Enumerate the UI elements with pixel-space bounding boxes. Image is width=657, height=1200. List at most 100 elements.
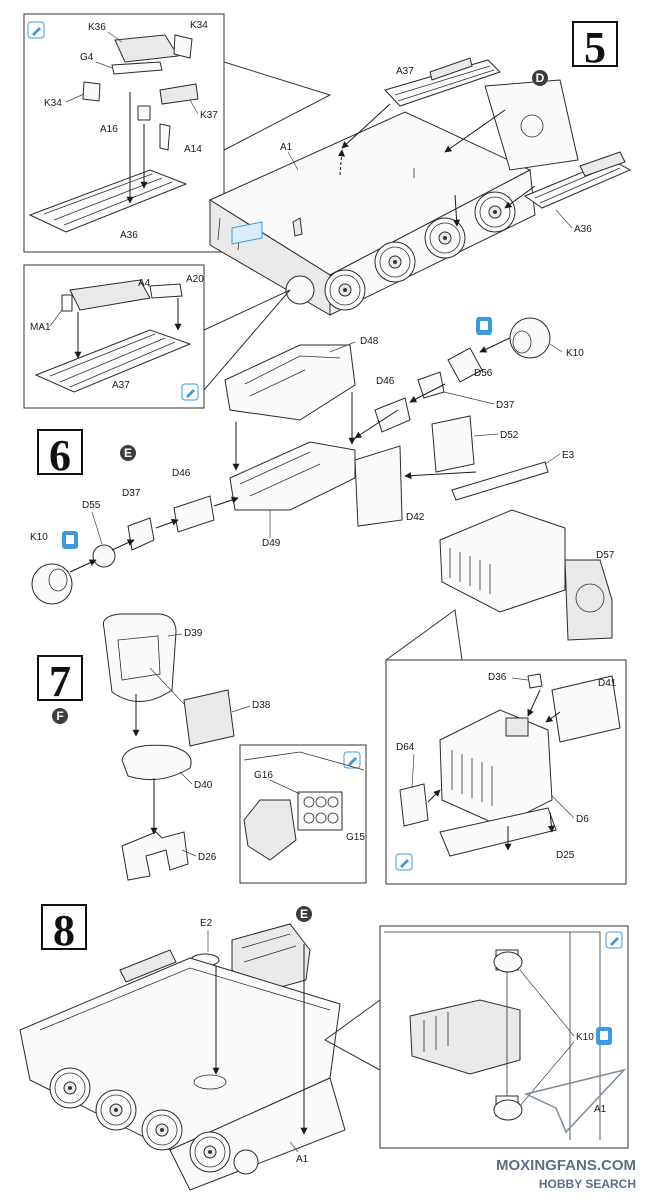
- label-d57: D57: [596, 550, 615, 561]
- road-wheel-7: [141, 1109, 183, 1151]
- badge-d-label: D: [536, 71, 545, 85]
- part-g15: [297, 791, 343, 831]
- part-d46-right: [374, 397, 411, 433]
- label-d64: D64: [396, 742, 415, 753]
- road-wheel-8: [189, 1131, 231, 1173]
- part-d57: [564, 559, 613, 641]
- part-d38: [183, 689, 235, 747]
- label-g16: G16: [254, 770, 273, 781]
- label-d46-right: D46: [376, 376, 395, 387]
- label-d37-left: D37: [122, 488, 141, 499]
- label-a36-inset: A36: [120, 230, 138, 241]
- part-k37: [159, 83, 199, 105]
- part-d48: [224, 344, 356, 421]
- hull-step5: [208, 57, 632, 316]
- glue-icon-2: [62, 531, 78, 549]
- step-6-box: [37, 429, 83, 475]
- badge-f-label: F: [56, 709, 63, 723]
- road-wheel-6: [95, 1089, 137, 1131]
- part-d36: [527, 673, 543, 689]
- label-k10-detail: K10: [576, 1032, 594, 1043]
- label-a1-step8: A1: [296, 1154, 309, 1165]
- step-7-number: 7: [49, 657, 71, 706]
- label-a14: A14: [184, 144, 202, 155]
- step-8: 8 E E2 A1: [19, 904, 629, 1191]
- part-a37-inset: [34, 329, 192, 393]
- part-a16: [137, 105, 151, 121]
- watermark-line2: HOBBY SEARCH: [539, 1177, 636, 1191]
- part-e3: [451, 461, 549, 501]
- part-k36: [114, 34, 179, 63]
- detail-inset-3: G16 G15: [239, 744, 367, 884]
- watermark-line1: MOXINGFANS.COM: [496, 1157, 636, 1174]
- label-a20: A20: [186, 274, 204, 285]
- part-d6: [439, 709, 553, 827]
- label-k10-right: K10: [566, 348, 584, 359]
- label-d46-left: D46: [172, 468, 191, 479]
- part-g16-engine: [243, 799, 297, 861]
- label-d25: D25: [556, 850, 575, 861]
- watermark-plane-icon: [523, 1068, 627, 1134]
- detail-icon-5: [605, 931, 623, 949]
- part-ma1: [61, 294, 73, 312]
- label-e3: E3: [562, 450, 575, 461]
- badge-f: [52, 708, 68, 724]
- label-a37: A37: [396, 66, 414, 77]
- detail-icon-3: [343, 751, 361, 769]
- label-k10-left: K10: [30, 532, 48, 543]
- label-d52: D52: [500, 430, 519, 441]
- label-d48: D48: [360, 336, 379, 347]
- label-a16: A16: [100, 124, 118, 135]
- glue-icon-3: [596, 1027, 612, 1045]
- label-g4: G4: [80, 52, 94, 63]
- step-6: 6 E D48 D49 K10 D56 D46 D37 D52 E3: [30, 317, 615, 641]
- label-e2: E2: [200, 918, 213, 929]
- glue-icon-1: [476, 317, 492, 335]
- part-d64: [399, 783, 429, 827]
- label-k37: K37: [200, 110, 218, 121]
- part-k34-left: [82, 81, 101, 102]
- part-d46-left: [173, 495, 215, 533]
- step-7-box: [37, 655, 83, 701]
- detail-inset-4: D36 D41 D64 D6 D25: [385, 609, 627, 885]
- road-wheel-4: [474, 191, 516, 233]
- part-g4: [111, 61, 163, 75]
- part-k34-right: [173, 34, 193, 59]
- part-d41: [551, 675, 621, 743]
- detail-inset-1: K36 K34 G4 K34 K37 A16 A14 A36: [23, 13, 332, 253]
- step-6-number: 6: [49, 431, 71, 480]
- detail-inset-5: K10 A1: [324, 925, 629, 1149]
- label-a37-inset: A37: [112, 380, 130, 391]
- detail-inset-2: A4 A20 MA1 A37: [23, 264, 291, 409]
- label-d55: D55: [82, 500, 101, 511]
- label-d49: D49: [262, 538, 281, 549]
- part-a4: [69, 279, 151, 311]
- part-d52: [431, 415, 475, 473]
- badge-e-label: E: [124, 446, 132, 460]
- label-a1-step5: A1: [280, 142, 293, 153]
- step-7: 7 F D39 D38 D40 D26 G16 G15: [37, 609, 627, 885]
- detail-icon-2: [181, 383, 199, 401]
- label-a36-step5: A36: [574, 224, 592, 235]
- label-d56: D56: [474, 368, 493, 379]
- part-d37-left: [127, 517, 155, 551]
- step-5-number: 5: [584, 23, 606, 72]
- label-d39: D39: [184, 628, 203, 639]
- label-a1-detail: A1: [594, 1104, 607, 1115]
- part-a20: [149, 283, 183, 299]
- part-a36: [523, 159, 632, 209]
- part-a36-inset: [28, 169, 188, 233]
- part-d56: [447, 347, 483, 383]
- label-d37-right: D37: [496, 400, 515, 411]
- badge-d: [532, 70, 548, 86]
- label-d6: D6: [576, 814, 589, 825]
- part-d57-housing: [439, 509, 566, 613]
- label-g15: G15: [346, 832, 365, 843]
- label-k34-left: K34: [44, 98, 62, 109]
- label-ma1: MA1: [30, 322, 51, 333]
- detail-icon-4: [395, 853, 413, 871]
- road-wheel-1: [324, 269, 366, 311]
- part-d37-right: [417, 371, 445, 399]
- part-d40: [121, 744, 192, 781]
